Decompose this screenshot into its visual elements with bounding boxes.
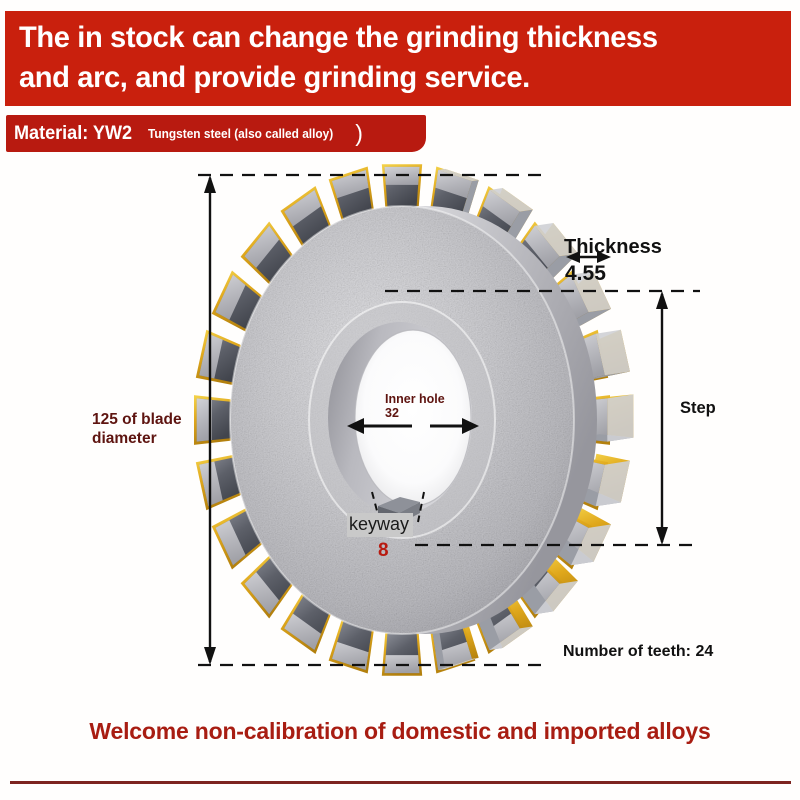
blade-tooth <box>489 188 533 212</box>
material-paren: ) <box>355 120 363 146</box>
label-number-of-teeth: Number of teeth: 24 <box>563 643 714 660</box>
dimension-inner-hole <box>347 418 479 434</box>
blade-tooth <box>244 557 292 615</box>
label-step: Step <box>680 399 716 417</box>
blade-tooth <box>284 613 321 650</box>
headline-line-1: The in stock can change the grinding thi… <box>19 21 658 54</box>
blade-tooth <box>332 170 369 199</box>
blade-tooth <box>438 168 479 182</box>
label-keyway: keyway <box>347 513 414 537</box>
material-banner: Material: YW2 Tungsten steel (also calle… <box>6 115 426 152</box>
blade-tooth <box>284 190 321 227</box>
blade-tooth <box>435 641 472 670</box>
headline-banner: The in stock can change the grinding thi… <box>5 11 791 106</box>
headline-line-2: and arc, and provide grinding service. <box>19 61 530 94</box>
footer-divider <box>10 781 791 784</box>
blade-tooth <box>489 626 533 650</box>
product-image-stage <box>0 150 800 710</box>
blade-tooth <box>244 572 280 615</box>
label-keyway-value: 8 <box>378 540 389 561</box>
blade-tooth <box>432 629 445 670</box>
blade-tooth <box>595 460 630 507</box>
blade-tooth <box>607 394 634 442</box>
dimension-blade-diameter <box>198 173 545 667</box>
blade-tooth <box>460 180 479 219</box>
blade-tooth <box>332 641 369 670</box>
blade-tooth <box>558 274 589 320</box>
footer-slogan: Welcome non-calibration of domestic and … <box>89 718 711 744</box>
material-sub-label: Tungsten steel (also called alloy) <box>148 126 334 141</box>
label-inner-hole: Inner hole <box>385 392 445 406</box>
dimension-step <box>385 289 700 547</box>
label-thickness: Thickness <box>564 236 662 258</box>
blade-tooth <box>215 274 246 320</box>
blade-tooth <box>534 223 578 257</box>
blade-tooth <box>534 580 578 615</box>
blade-tooth <box>524 225 560 268</box>
dimension-thickness <box>566 251 611 263</box>
blade-tooth <box>595 329 630 376</box>
blade-tooth <box>483 190 520 227</box>
blade-tooth <box>581 333 605 379</box>
blade-tooth <box>435 170 472 199</box>
blade-tooth <box>215 520 246 566</box>
blade-tooth <box>244 225 280 268</box>
label-thickness-value: 4.55 <box>565 262 606 285</box>
material-main-label: Material: YW2 <box>14 122 133 144</box>
label-inner-hole-value: 32 <box>385 406 399 420</box>
blade-tooth <box>196 398 212 442</box>
blade-tooth <box>244 225 292 283</box>
blade-tooth <box>438 657 479 670</box>
saw-blade-illustration <box>194 164 700 676</box>
label-blade-diameter: 125 of blade diameter <box>92 411 182 447</box>
